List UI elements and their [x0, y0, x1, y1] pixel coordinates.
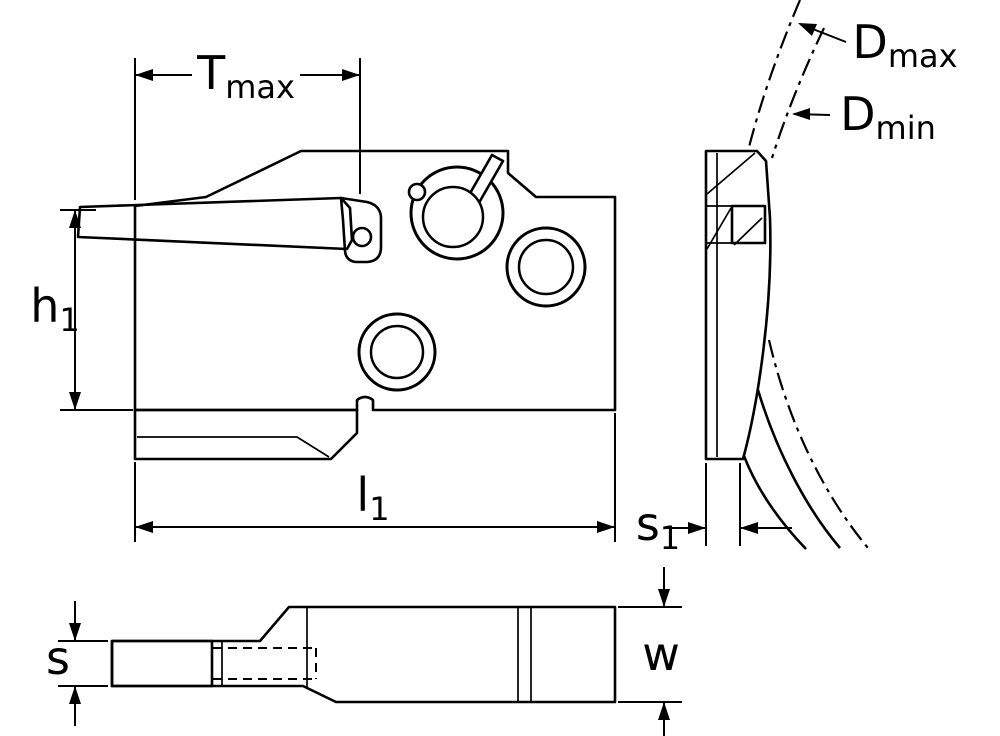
front-view-insert	[76, 196, 354, 251]
arrowhead	[658, 702, 670, 720]
dimension-dmin: Dmin	[792, 87, 936, 147]
workpiece-arc-dmin	[770, 27, 825, 159]
arrowhead	[792, 108, 810, 120]
dimension-s: s	[46, 601, 108, 726]
dimension-dmax: Dmax	[798, 15, 958, 75]
clamp-finger	[339, 196, 383, 264]
screw-hole-lower-inner	[369, 324, 425, 380]
arrowhead	[597, 521, 615, 533]
arrowhead	[135, 69, 153, 81]
end-view-insert	[730, 204, 767, 245]
arrowhead	[658, 589, 670, 607]
dimension-label-w: w	[642, 627, 680, 681]
dimension-label-h1: h1	[30, 279, 80, 339]
arrowhead	[135, 521, 153, 533]
workpiece-arc-dmax	[746, 0, 802, 152]
arrowhead	[798, 23, 817, 36]
dimension-w: w	[618, 567, 682, 736]
arrowhead	[69, 392, 81, 410]
workpiece-arc-lower	[767, 339, 869, 549]
dimension-label-tmax: Tmax	[196, 46, 295, 106]
front-view	[76, 149, 617, 461]
dimension-h1: h1	[30, 209, 133, 411]
blade-curve-inner	[742, 455, 807, 550]
front-view-lower-block	[133, 408, 359, 461]
end-view-pocket-line	[733, 217, 763, 246]
dimension-l1: l1	[134, 413, 616, 542]
clamp-pin-hole	[351, 226, 373, 248]
lower-block-face-edge	[137, 436, 330, 458]
blade-curve-outer	[756, 389, 841, 549]
dimension-s1: s1	[636, 463, 792, 557]
pivot-pin-hole	[407, 182, 427, 202]
end-view	[704, 0, 869, 550]
dimension-label-s: s	[46, 631, 70, 685]
arrowhead	[69, 686, 81, 704]
screw-hole-large-inner	[421, 185, 485, 249]
top-view-insert	[110, 639, 214, 688]
arrowhead	[69, 210, 81, 228]
dimension-label-dmin: Dmin	[840, 87, 936, 147]
dimension-label-dmax: Dmax	[852, 15, 957, 75]
end-view-chamfer-line	[706, 152, 756, 195]
arrowhead	[69, 623, 81, 641]
end-view-body	[704, 149, 772, 461]
dimension-label-s1: s1	[636, 497, 680, 557]
top-view	[110, 605, 617, 704]
arrowhead	[740, 522, 758, 534]
arrowhead	[688, 522, 706, 534]
arrowhead	[342, 69, 360, 81]
dimension-tmax: Tmax	[134, 46, 361, 200]
screw-hole-mid-inner	[517, 238, 575, 296]
front-view-body	[133, 149, 617, 412]
top-view-body	[110, 605, 617, 704]
dimension-label-l1: l1	[356, 468, 389, 528]
